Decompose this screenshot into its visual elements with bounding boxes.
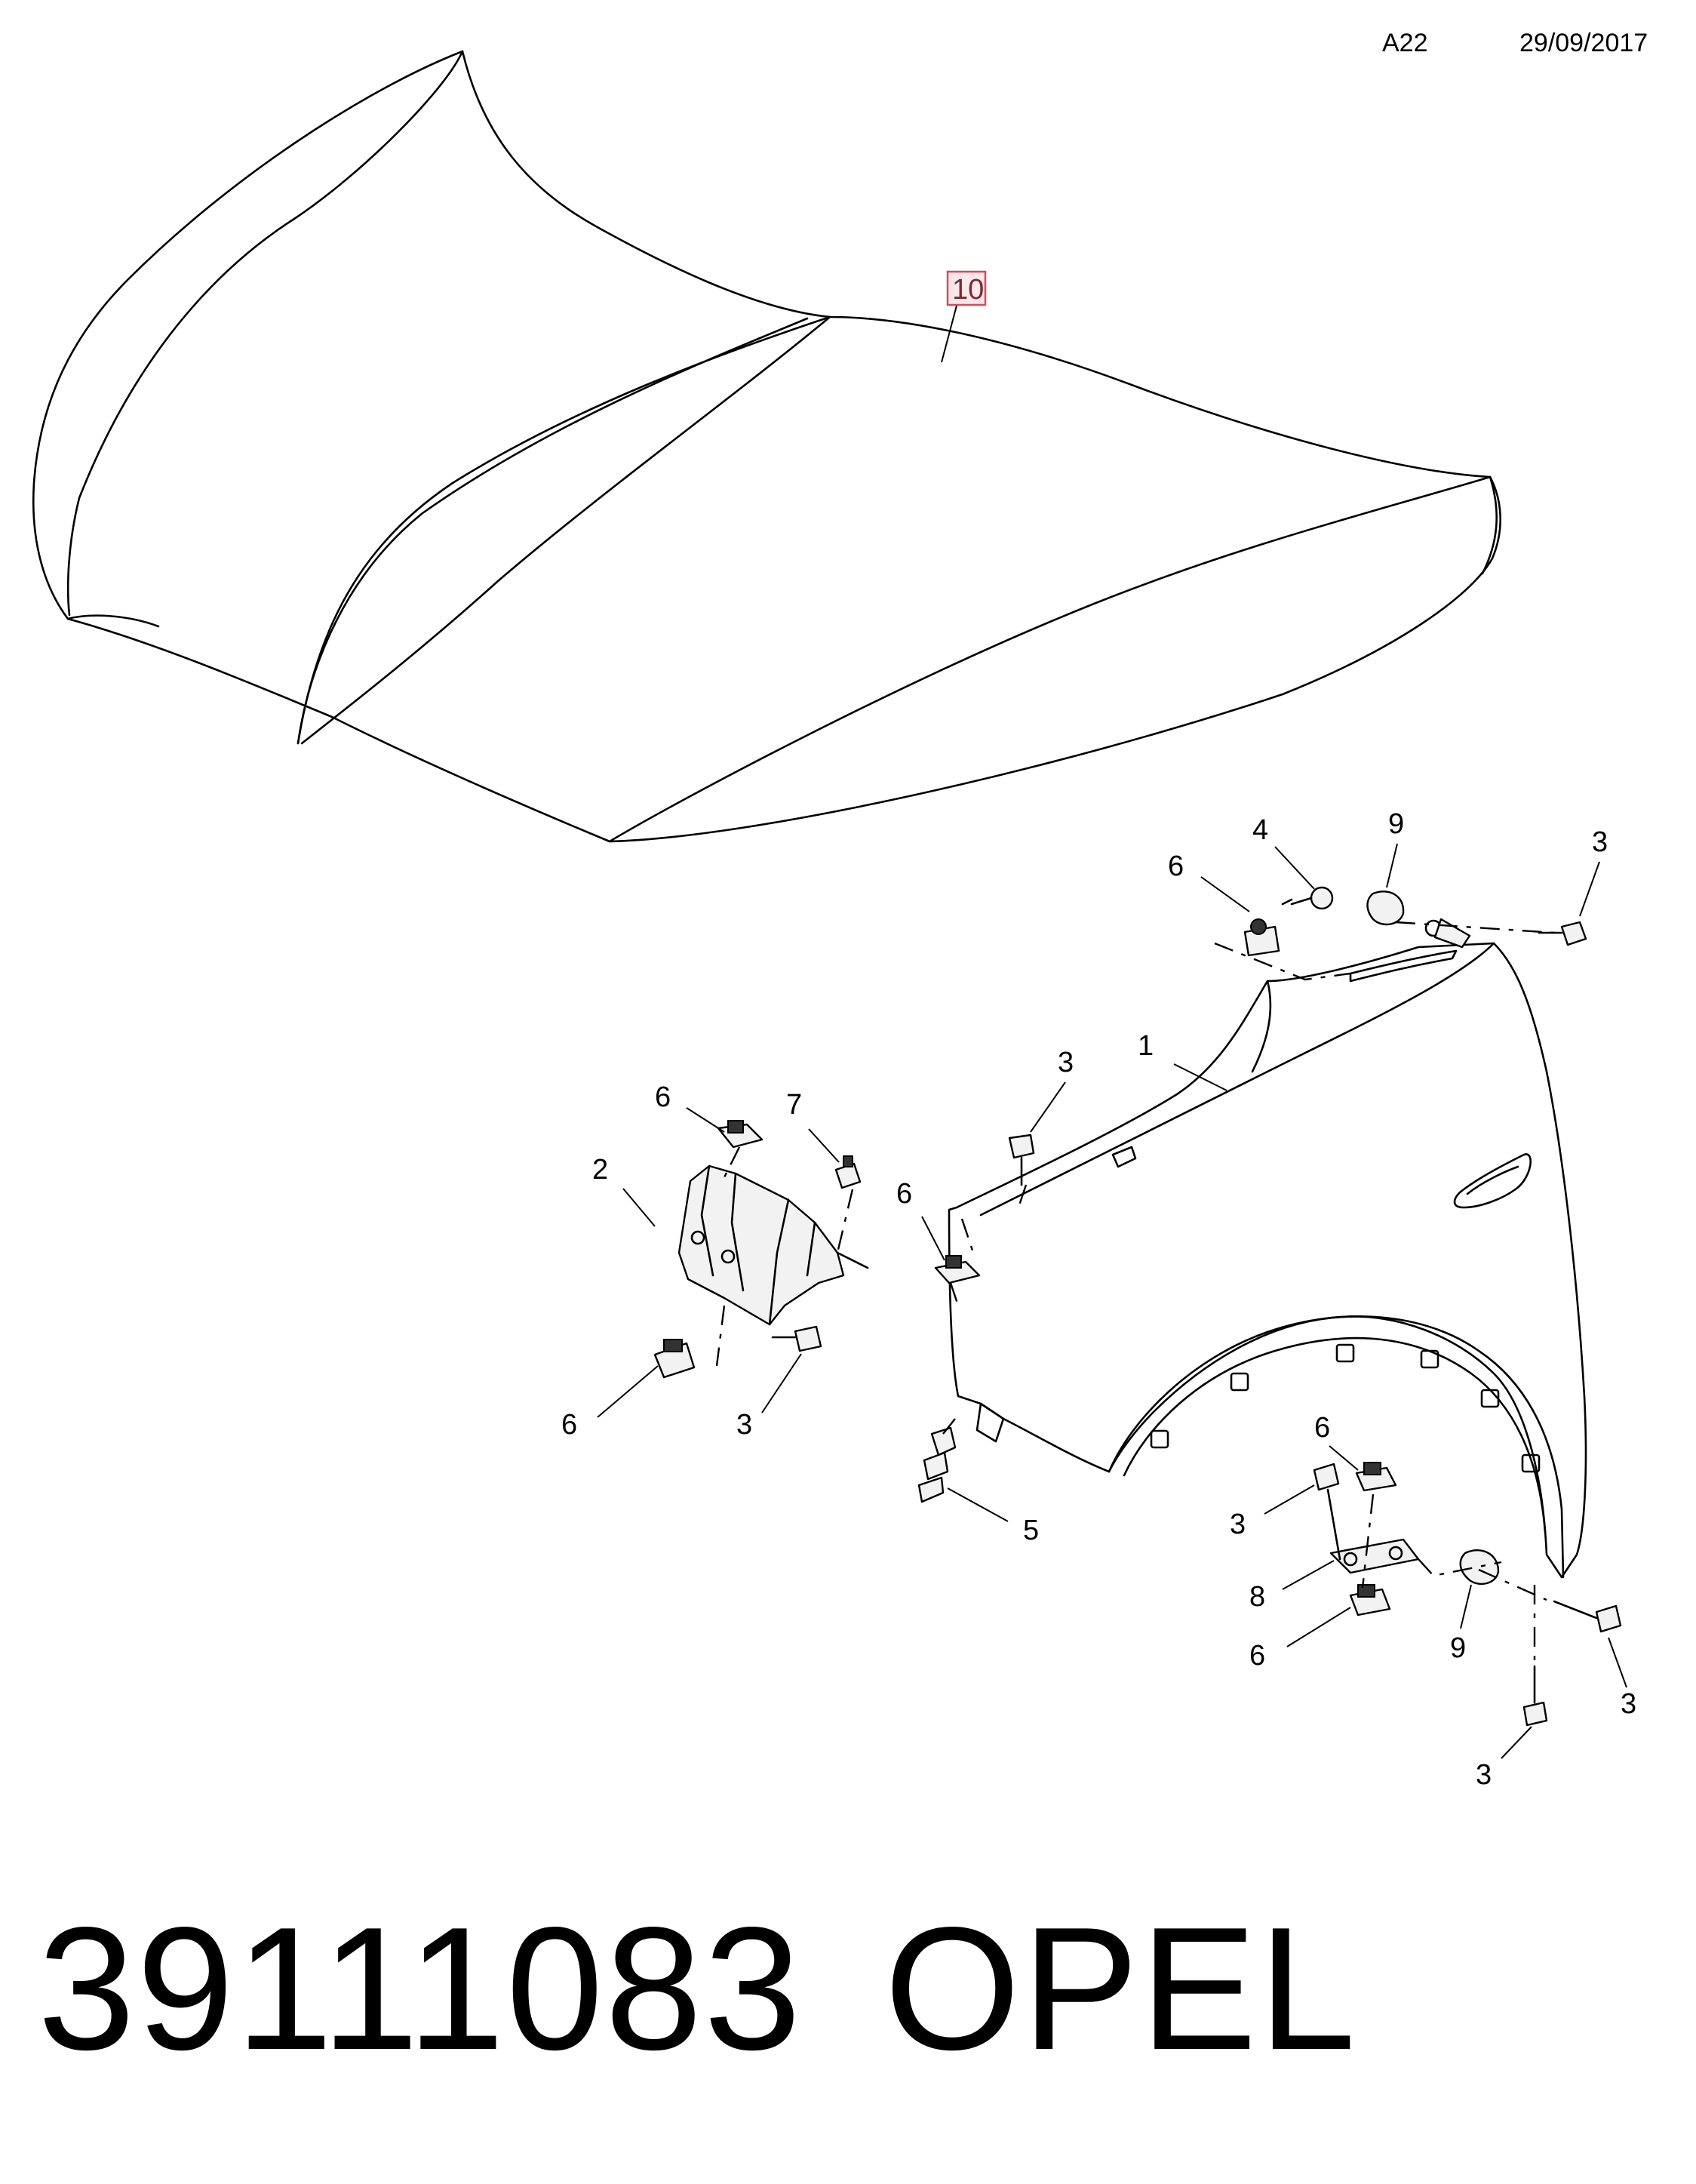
clip-part: [717, 1120, 764, 1149]
clip-part: [1243, 918, 1280, 957]
grommet-part: [1281, 886, 1334, 910]
callout-10-leader: [941, 305, 957, 363]
bolt-part: [771, 1325, 822, 1352]
diagram-code: A22: [1382, 29, 1428, 57]
callout-3-label: 3: [1476, 1759, 1492, 1791]
callout-10-label: 10: [952, 274, 984, 306]
stud-part: [917, 1426, 957, 1503]
clip-part: [653, 1339, 696, 1379]
bolt-part: [1313, 1463, 1341, 1561]
callout-1-leader: [1173, 1063, 1227, 1091]
callout-4-label: 4: [1252, 814, 1268, 846]
callout-2-leader: [622, 1188, 656, 1227]
bolt-part: [1522, 1665, 1548, 1727]
pin-part: [834, 1155, 862, 1189]
assembly-lines: [715, 921, 1555, 1668]
clip-part: [934, 1255, 981, 1284]
hood-drawing: [32, 50, 1501, 843]
part-number: 39111083: [38, 1891, 803, 2087]
clip-part: [1349, 1584, 1391, 1616]
callout-7-label: 7: [786, 1089, 802, 1121]
callout-6-label: 6: [655, 1081, 671, 1113]
callout-5-label: 5: [1023, 1515, 1039, 1546]
callout-6-label: 6: [1314, 1412, 1330, 1444]
callout-8-label: 8: [1249, 1581, 1265, 1613]
clip-part: [1355, 1462, 1397, 1492]
plate-part: [1329, 1538, 1420, 1574]
callout-6-label: 6: [896, 1178, 912, 1210]
washer-part: [1459, 1549, 1500, 1586]
diagram-date: 29/09/2017: [1519, 29, 1648, 57]
callout-3-label: 3: [1230, 1509, 1246, 1540]
bolt-part: [1538, 921, 1587, 946]
callout-2-label: 2: [592, 1154, 608, 1186]
washer-part: [1366, 891, 1471, 949]
brand-name: OPEL: [884, 1891, 1357, 2087]
bracket-drawing: [677, 1164, 869, 1326]
callout-9-label: 9: [1388, 808, 1404, 840]
callout-3-label: 3: [1592, 826, 1608, 858]
callout-10-box: [946, 270, 987, 306]
bolt-part: [1008, 1134, 1035, 1186]
callout-3-label: 3: [1058, 1047, 1074, 1078]
bolt-part: [1553, 1600, 1622, 1633]
callout-6-label: 6: [1249, 1640, 1265, 1672]
callout-9-label: 9: [1450, 1632, 1466, 1664]
callout-3-label: 3: [1621, 1688, 1636, 1720]
fender-drawing: [948, 942, 1587, 1579]
callout-1-label: 1: [1138, 1030, 1154, 1062]
callout-6-label: 6: [1168, 851, 1184, 882]
callout-6-label: 6: [561, 1409, 577, 1441]
callout-3-label: 3: [736, 1409, 752, 1441]
